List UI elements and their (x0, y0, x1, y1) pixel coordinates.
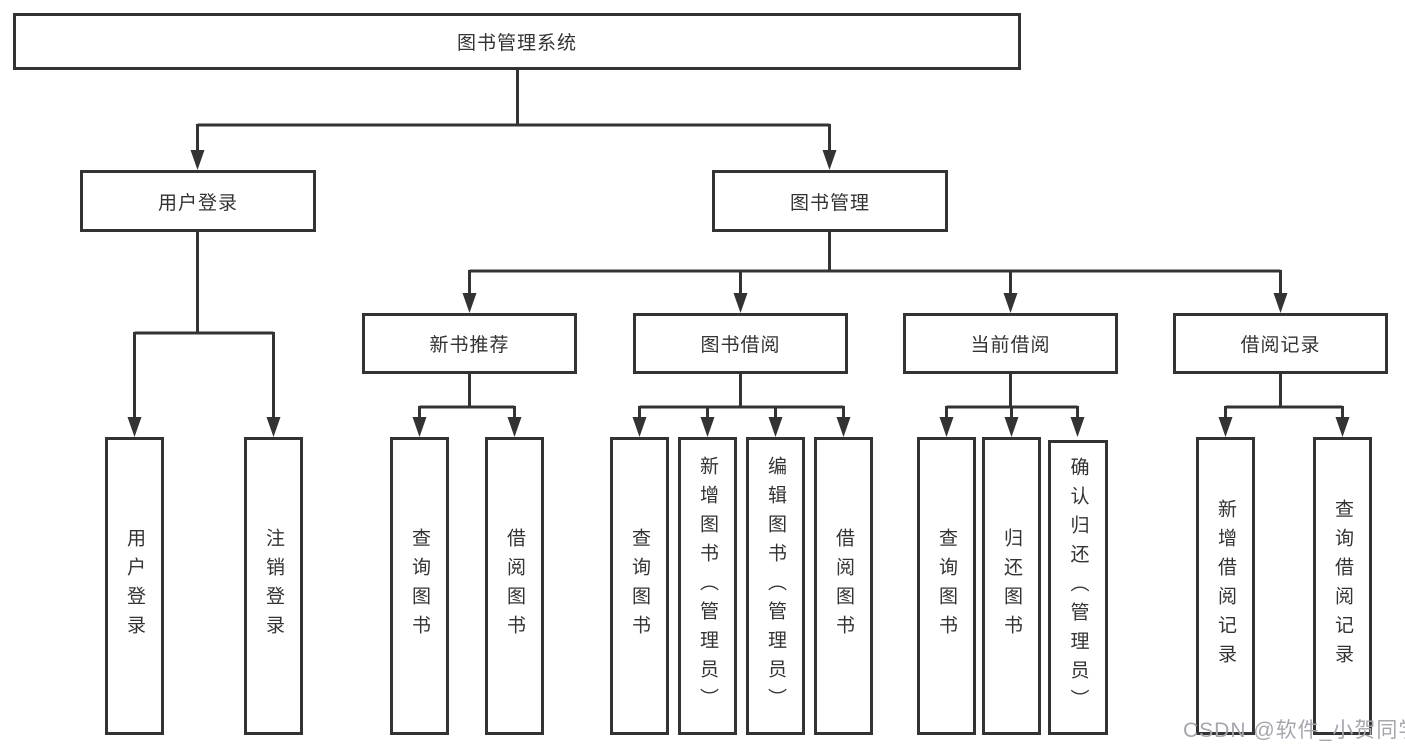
node-root: 图书管理系统 (13, 13, 1021, 70)
node-user-login: 用户登录 (80, 170, 316, 232)
leaf-confirm-return-admin: 确认归还（管理员） (1048, 440, 1108, 735)
leaf-user-login: 用户登录 (105, 437, 164, 735)
leaf-return-book: 归还图书 (982, 437, 1041, 735)
leaf-logout: 注销登录 (244, 437, 303, 735)
leaf-query-books-current: 查询图书 (917, 437, 976, 735)
leaf-edit-book-admin: 编辑图书（管理员） (746, 437, 805, 735)
leaf-borrow-books-recommend: 借阅图书 (485, 437, 544, 735)
node-current-borrowing: 当前借阅 (903, 313, 1118, 374)
watermark: CSDN @软件_小贺同学 (1183, 719, 1405, 742)
node-book-management: 图书管理 (712, 170, 948, 232)
node-borrowing-records: 借阅记录 (1173, 313, 1388, 374)
leaf-add-book-admin: 新增图书（管理员） (678, 437, 737, 735)
leaf-query-books-recommend: 查询图书 (390, 437, 449, 735)
node-new-book-recommendation: 新书推荐 (362, 313, 577, 374)
leaf-add-borrow-record: 新增借阅记录 (1196, 437, 1255, 735)
node-book-borrowing: 图书借阅 (633, 313, 848, 374)
leaf-query-books-borrowing: 查询图书 (610, 437, 669, 735)
leaf-borrow-books: 借阅图书 (814, 437, 873, 735)
leaf-query-borrow-record: 查询借阅记录 (1313, 437, 1372, 735)
